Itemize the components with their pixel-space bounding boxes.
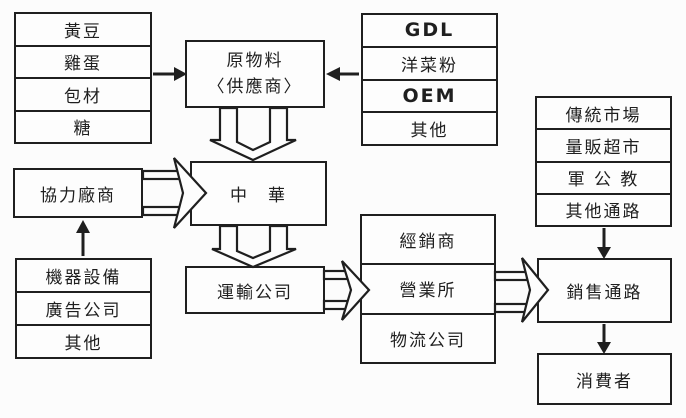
channel-types-stack: 傳統市場 量販超市 軍 公 教 其他通路: [535, 96, 672, 227]
distribution-stack: 經銷商 營業所 物流公司: [360, 214, 496, 364]
sales-channel-label: 銷售通路: [566, 283, 643, 303]
partners-box: 協力廠商: [13, 168, 143, 218]
cell-logistics-company: 物流公司: [390, 330, 466, 351]
raw-material-line1: 原物料: [226, 50, 284, 71]
cell-agar-powder: 洋菜粉: [363, 48, 496, 81]
arrow-left-inputs-to-raw-material-icon: [153, 67, 187, 81]
cell-others-partner: 其他: [64, 334, 103, 354]
cell-hypermarket: 量販超市: [537, 130, 670, 163]
cell-packaging: 包材: [16, 79, 150, 112]
cell-military-public-education: 軍 公 教: [537, 163, 670, 195]
cell-ad-company: 廣告公司: [17, 293, 150, 326]
cell-soybean: 黃豆: [16, 14, 150, 47]
transport-company-box: 運輸公司: [185, 266, 325, 314]
consumer-box: 消費者: [537, 353, 672, 405]
sales-channel-box: 銷售通路: [537, 258, 672, 323]
raw-material-supplier-box: 原物料 〈供應商〉: [185, 40, 325, 108]
company-box: 中 華: [190, 161, 327, 226]
cell-sales-office: 營業所: [362, 265, 494, 315]
arrow-channel-types-to-sales-channel-icon: [597, 228, 611, 259]
left-inputs-stack: 黃豆 雞蛋 包材 糖: [14, 12, 152, 144]
partner-inputs-stack: 機器設備 廣告公司 其他: [15, 258, 152, 359]
consumer-label: 消費者: [576, 371, 633, 392]
transport-label: 運輸公司: [217, 282, 293, 303]
arrow-right-inputs-to-raw-material-icon: [326, 67, 359, 81]
cell-machinery: 機器設備: [17, 260, 150, 293]
arrow-sales-channel-to-consumer-icon: [597, 324, 611, 354]
right-inputs-stack: GDL 洋菜粉 OEM 其他: [361, 13, 498, 146]
cell-egg: 雞蛋: [16, 47, 150, 79]
cell-oem: OEM: [363, 81, 496, 114]
company-label: 中 華: [230, 186, 287, 206]
cell-sugar: 糖: [73, 119, 93, 140]
cell-others-raw: 其他: [410, 121, 449, 142]
arrow-partner-inputs-to-partners-icon: [76, 220, 90, 256]
cell-traditional-market: 傳統市場: [537, 98, 670, 131]
arrow-raw-material-to-company-icon: [209, 106, 297, 162]
raw-material-line2: 〈供應商〉: [207, 77, 303, 97]
partners-label: 協力廠商: [40, 185, 116, 206]
cell-gdl: GDL: [363, 15, 496, 48]
arrow-company-to-transport-icon: [211, 224, 297, 269]
cell-other-channels: 其他通路: [565, 202, 642, 223]
cell-distributor: 經銷商: [362, 216, 494, 266]
